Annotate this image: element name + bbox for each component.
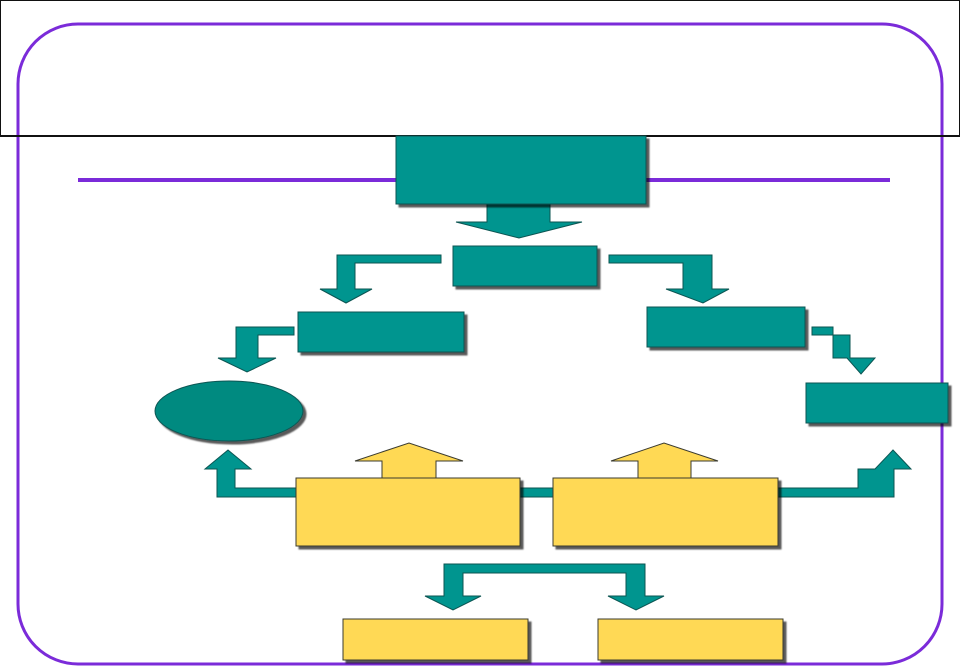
- node-bottom-left-group: [342, 618, 529, 661]
- yellow-right-to-far-right-arrow: [777, 449, 913, 498]
- node-oval: [154, 380, 304, 442]
- left-oval-arrow: [217, 326, 295, 373]
- title-band: [0, 0, 960, 137]
- yellow-mid-connector: [519, 487, 554, 498]
- right-far-right-arrow: [811, 326, 877, 375]
- yellow-right-up-arrow-to-right: [610, 442, 719, 479]
- outer-frame: [16, 22, 944, 666]
- node-far-right: [805, 382, 949, 424]
- bottom-split-arrow: [424, 563, 665, 611]
- node-right: [646, 306, 806, 348]
- node-center-group: [452, 245, 598, 287]
- node-top-group: [395, 135, 647, 205]
- node-center: [452, 245, 598, 287]
- node-left-group: [297, 311, 465, 353]
- node-bottom-right-group: [597, 618, 784, 661]
- node-yellow-left: [295, 477, 521, 547]
- node-yellow-right: [552, 477, 779, 547]
- yellow-left-to-oval-arrow: [203, 449, 297, 498]
- center-left-arrow: [319, 254, 442, 304]
- center-right-arrow: [608, 254, 730, 304]
- node-right-group: [646, 306, 806, 348]
- yellow-left-up-arrow-to-left: [354, 442, 464, 479]
- node-oval-group: [154, 380, 304, 442]
- top-down-arrow: [455, 203, 583, 239]
- node-bottom-right: [597, 618, 784, 661]
- node-yellow-left-group: [295, 477, 521, 547]
- node-left: [297, 311, 465, 353]
- node-yellow-right-group: [552, 477, 779, 547]
- node-far-right-group: [805, 382, 949, 424]
- node-bottom-left: [342, 618, 529, 661]
- node-top: [395, 135, 647, 205]
